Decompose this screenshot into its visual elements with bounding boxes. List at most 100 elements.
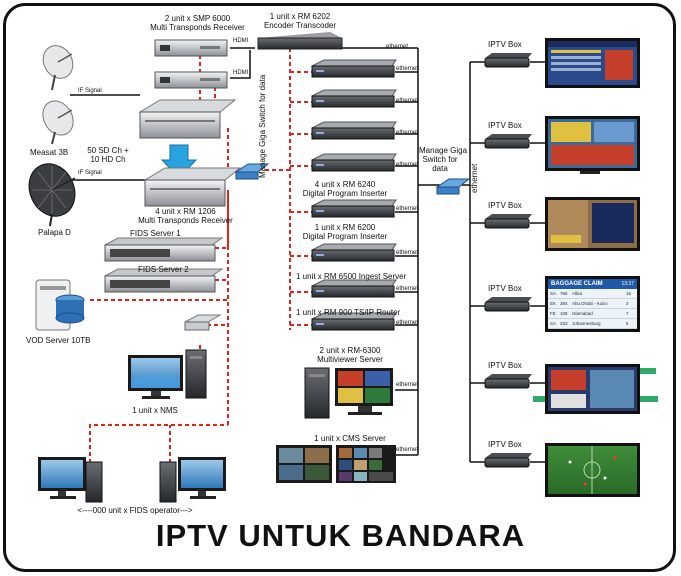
iptv-box-device — [484, 453, 532, 468]
iptv-box-label: IPTV Box — [488, 440, 522, 449]
tv-5 — [533, 364, 658, 414]
ethernet-label: ethernet — [396, 162, 419, 168]
label-cms: 1 unit x CMS Server — [314, 434, 386, 443]
link-fids1 — [215, 190, 229, 249]
ethernet-label: ethernet — [396, 447, 419, 453]
label-channels: 50 SD Ch + 10 HD Ch — [87, 146, 129, 164]
baggage-cell: 2 — [626, 301, 629, 306]
label-nms: 1 unit x NMS — [132, 406, 178, 415]
ethernet-label: ethernet — [396, 98, 419, 104]
baggage-header: BAGGAGE CLAIM 13:37 — [548, 279, 637, 289]
page-title: IPTV UNTUK BANDARA — [155, 518, 526, 553]
dashed-links — [89, 48, 312, 470]
ethernet-label: ethernet — [396, 250, 419, 256]
ethernet-label: ethernet — [396, 66, 419, 72]
baggage-cell: Johannesburg — [572, 321, 601, 326]
rack-units — [311, 59, 397, 331]
baggage-title: BAGGAGE CLAIM — [551, 281, 603, 287]
label-fids-operator: <----000 unit x FIDS operator---> — [77, 506, 193, 515]
tv-3 — [545, 197, 640, 251]
label-smp6000: 2 unit x SMP 6000 Multi Transponds Recei… — [150, 14, 245, 32]
baggage-cell: SA — [550, 291, 557, 296]
vod-server-device — [35, 279, 85, 331]
baggage-cell: SA — [550, 321, 557, 326]
rack-unit — [311, 199, 397, 218]
iptv-box-device — [484, 53, 532, 68]
baggage-cell: 5 — [626, 321, 629, 326]
iptv-box-device — [484, 214, 532, 229]
label-ethernet-vertical: ethernet — [470, 163, 479, 193]
ethernet-label: ethernet — [386, 44, 409, 50]
dish-palapa-icon — [28, 163, 76, 227]
cms-video-wall — [276, 445, 396, 483]
small-switch-device — [184, 314, 222, 331]
iptv-box-device — [484, 297, 532, 312]
rack-unit — [311, 89, 397, 108]
giga-switch-right-device — [435, 178, 471, 195]
rack-unit — [311, 279, 397, 298]
label-hdmi-1: HDMI — [233, 38, 249, 44]
ethernet-links — [70, 47, 545, 463]
smp6000-device-1 — [154, 39, 228, 57]
tv-2 — [545, 116, 640, 174]
rack-unit — [311, 243, 397, 262]
fids-operator-station-1 — [38, 457, 103, 503]
iptv-box-label: IPTV Box — [488, 284, 522, 293]
label-rm6500: 1 unit x RM 6500 Ingest Server — [296, 272, 407, 281]
ethernet-label: ethernet — [396, 382, 419, 388]
fids-operator-station-2 — [159, 457, 226, 503]
rm1206-stack-top — [138, 99, 237, 139]
iptv-box-label: IPTV Box — [488, 40, 522, 49]
link-fids-op — [89, 424, 228, 470]
ethernet-label: ethernet — [396, 130, 419, 136]
label-fids1: FIDS Server 1 — [130, 229, 181, 238]
diagram-frame — [3, 3, 676, 572]
nms-workstation — [128, 349, 207, 399]
baggage-cell: EK — [550, 301, 557, 306]
iptv-boxes — [484, 53, 532, 468]
tv-6-football — [545, 443, 640, 497]
fids-server-2-device — [104, 268, 224, 293]
label-palapa: Palapa D — [38, 228, 71, 237]
dish-measat-icon — [42, 100, 74, 145]
baggage-cell: 7 — [626, 311, 629, 316]
label-rm6202: 1 unit x RM 6202 Encoder Transcoder — [263, 12, 337, 30]
rack-unit — [311, 59, 397, 78]
label-hdmi-2: HDMI — [233, 70, 249, 76]
iptv-box-label: IPTV Box — [488, 121, 522, 130]
baggage-cell: Allira — [572, 291, 583, 296]
rack-unit — [311, 312, 397, 331]
label-if-signal-2: IF Signal — [78, 170, 102, 176]
label-rm900: 1 unit x RM 900 TS/IP Router — [296, 308, 401, 317]
baggage-cell: 384 — [560, 301, 568, 306]
label-measat: Measat 3B — [30, 148, 69, 157]
iptv-box-device — [484, 374, 532, 389]
baggage-cell: Islamabad — [572, 311, 593, 316]
iptv-box-device — [484, 134, 532, 149]
label-rm1206: 4 unit x RM 1206 Multi Transponds Receiv… — [138, 207, 233, 225]
rm1206-stack-bottom — [143, 167, 242, 207]
label-rm6300: 2 unit x RM-6300 Multiviewer Server — [317, 346, 383, 364]
label-rm6200: 1 unit x RM 6200 Digital Program Inserte… — [302, 223, 388, 241]
giga-switch-left-device — [234, 163, 270, 180]
hdmi-cable-2 — [230, 50, 251, 79]
multiviewer-device — [304, 367, 393, 419]
dish-top-icon — [42, 45, 74, 91]
baggage-cell: Abu Dhabi - Kairo — [572, 301, 608, 306]
baggage-cell: 765 — [560, 291, 568, 296]
rack-unit — [311, 153, 397, 172]
fids-server-1-device — [104, 237, 224, 262]
ethernet-label: ethernet — [396, 320, 419, 326]
iptv-box-label: IPTV Box — [488, 361, 522, 370]
tv-4-baggage-claim — [545, 276, 640, 332]
baggage-cell: 15 — [626, 291, 632, 296]
iptv-box-label: IPTV Box — [488, 201, 522, 210]
baggage-cell: 253 — [560, 321, 568, 326]
tv-1 — [545, 38, 640, 88]
